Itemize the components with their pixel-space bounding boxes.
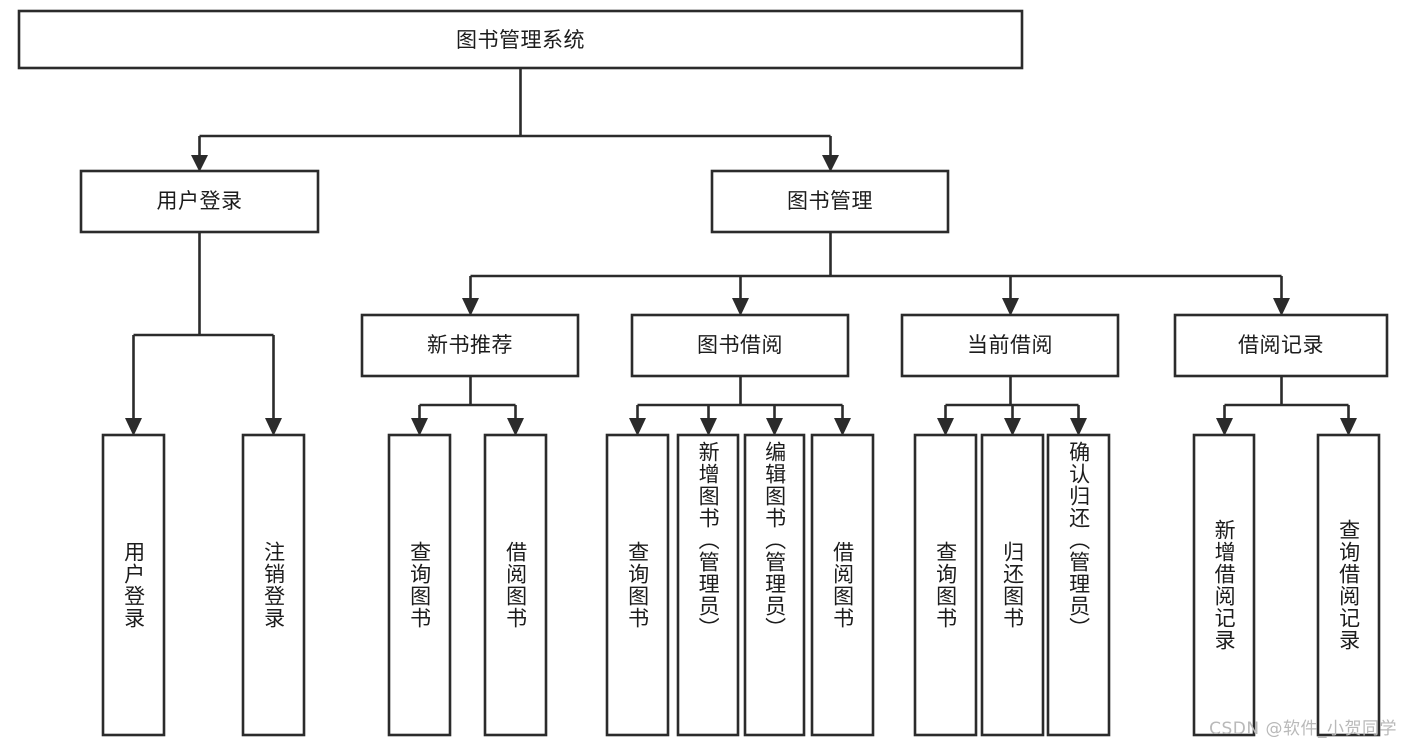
leaf-box-rec-query-book[interactable] — [387, 433, 452, 737]
node-book-manage-label: 图书管理 — [787, 189, 873, 213]
node-root-box[interactable] — [17, 9, 1024, 70]
connector-layer — [125, 68, 1357, 436]
node-layer: 图书管理系统 用户登录 图书管理 新书推荐 图书借阅 当前借阅 借阅记录 — [17, 9, 1389, 737]
arrowhead-current-query — [937, 418, 954, 436]
node-current-borrow-label: 当前借阅 — [967, 333, 1053, 357]
leaf-box-add-borrow-record[interactable] — [1192, 433, 1256, 737]
node-book-borrow-label: 图书借阅 — [697, 333, 783, 357]
leaf-box-return-book[interactable] — [980, 433, 1045, 737]
leaf-box-add-book-admin[interactable] — [676, 433, 740, 737]
node-new-book-rec-label: 新书推荐 — [427, 333, 513, 357]
node-user-login-box[interactable] — [79, 169, 320, 234]
node-book-manage-box[interactable] — [710, 169, 950, 234]
leaf-box-user-login[interactable] — [101, 433, 166, 737]
leaf-box-confirm-return-admin[interactable] — [1046, 433, 1111, 737]
arrowhead-new-book-rec — [462, 298, 479, 316]
arrowhead-rec-query — [411, 418, 428, 436]
node-root-label: 图书管理系统 — [456, 28, 585, 52]
leaf-box-logout[interactable] — [241, 433, 306, 737]
arrowhead-record-query — [1340, 418, 1357, 436]
arrowhead-leaf-user-login — [125, 418, 142, 436]
arrowhead-book-borrow — [732, 298, 749, 316]
arrowhead-leaf-logout — [265, 418, 282, 436]
leaf-box-current-query-book[interactable] — [913, 433, 978, 737]
arrowhead-borrow-query — [629, 418, 646, 436]
node-book-borrow-box[interactable] — [630, 313, 850, 378]
arrowhead-user-login — [191, 155, 208, 172]
leaf-box-edit-book-admin[interactable] — [743, 433, 806, 737]
leaf-box-query-borrow-record[interactable] — [1316, 433, 1381, 737]
arrowhead-current-confirm — [1070, 418, 1087, 436]
leaf-box-rec-borrow-book[interactable] — [483, 433, 548, 737]
arrowhead-current-return — [1004, 418, 1021, 436]
node-borrow-record-box[interactable] — [1173, 313, 1389, 378]
leaf-box-borrow-book[interactable] — [810, 433, 875, 737]
node-current-borrow-box[interactable] — [900, 313, 1120, 378]
node-new-book-rec-box[interactable] — [360, 313, 580, 378]
arrowhead-borrow-record — [1273, 298, 1290, 316]
node-user-login-label: 用户登录 — [157, 189, 243, 213]
arrowhead-borrow-do — [834, 418, 851, 436]
arrowhead-borrow-edit — [766, 418, 783, 436]
arrowhead-borrow-add — [700, 418, 717, 436]
node-borrow-record-label: 借阅记录 — [1238, 333, 1324, 357]
arrowhead-book-manage — [822, 155, 839, 172]
leaf-box-borrow-query-book[interactable] — [605, 433, 670, 737]
arrowhead-record-add — [1216, 418, 1233, 436]
arrowhead-rec-borrow — [507, 418, 524, 436]
arrowhead-current-borrow — [1002, 298, 1019, 316]
watermark-text: CSDN @软件_小贺同学 — [1209, 719, 1397, 739]
